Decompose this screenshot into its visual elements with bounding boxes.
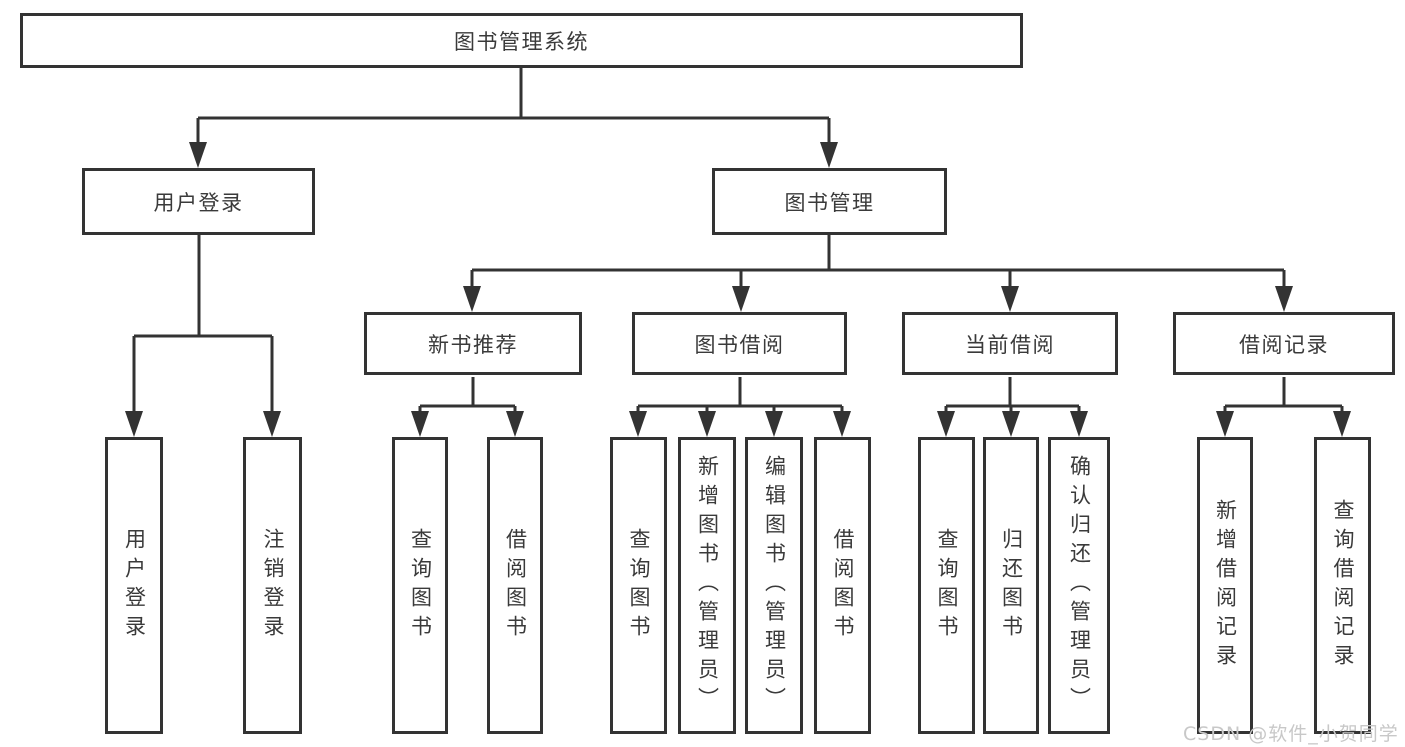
leaf-newbook-query-books: 查询图书 bbox=[392, 437, 448, 734]
node-label: 图书管理系统 bbox=[454, 29, 589, 54]
leaf-label: 借阅图书 bbox=[831, 527, 856, 644]
leaf-borrowing-query-books: 查询图书 bbox=[610, 437, 667, 734]
node-label: 新书推荐 bbox=[428, 332, 518, 357]
leaf-label: 用户登录 bbox=[122, 527, 147, 644]
leaf-label: 查询图书 bbox=[408, 527, 433, 644]
leaf-newbook-borrow-books: 借阅图书 bbox=[487, 437, 543, 734]
node-user-login: 用户登录 bbox=[82, 168, 315, 235]
node-label: 当前借阅 bbox=[965, 332, 1055, 357]
leaf-label: 新增图书（管理员） bbox=[695, 455, 720, 716]
csdn-watermark: CSDN @软件_小贺同学 bbox=[1183, 723, 1399, 745]
leaf-label: 归还图书 bbox=[999, 527, 1024, 644]
leaf-label: 查询图书 bbox=[627, 527, 652, 644]
leaf-edit-books-admin: 编辑图书（管理员） bbox=[745, 437, 803, 734]
leaf-add-borrow-record: 新增借阅记录 bbox=[1197, 437, 1253, 734]
leaf-add-books-admin: 新增图书（管理员） bbox=[678, 437, 736, 734]
node-book-borrowing: 图书借阅 bbox=[632, 312, 847, 375]
node-label: 用户登录 bbox=[153, 190, 244, 215]
node-new-book-recommendation: 新书推荐 bbox=[364, 312, 582, 375]
leaf-label: 借阅图书 bbox=[503, 527, 528, 644]
node-borrowing-records: 借阅记录 bbox=[1173, 312, 1395, 375]
node-library-management-system: 图书管理系统 bbox=[20, 13, 1023, 68]
node-book-management: 图书管理 bbox=[712, 168, 947, 235]
leaf-confirm-return-admin: 确认归还（管理员） bbox=[1048, 437, 1110, 734]
node-label: 图书管理 bbox=[784, 190, 875, 215]
leaf-label: 确认归还（管理员） bbox=[1067, 455, 1092, 716]
arrowheads bbox=[125, 142, 1351, 437]
node-label: 图书借阅 bbox=[694, 332, 785, 357]
node-label: 借阅记录 bbox=[1239, 332, 1329, 357]
leaf-user-login: 用户登录 bbox=[105, 437, 163, 734]
leaf-return-books: 归还图书 bbox=[983, 437, 1039, 734]
leaf-label: 编辑图书（管理员） bbox=[762, 455, 787, 716]
leaf-label: 新增借阅记录 bbox=[1213, 498, 1238, 673]
leaf-current-query-books: 查询图书 bbox=[918, 437, 975, 734]
leaf-label: 注销登录 bbox=[261, 527, 286, 644]
node-current-borrowing: 当前借阅 bbox=[902, 312, 1118, 375]
leaf-label: 查询借阅记录 bbox=[1331, 498, 1356, 673]
leaf-borrowing-borrow-books: 借阅图书 bbox=[814, 437, 871, 734]
leaf-label: 查询图书 bbox=[935, 527, 960, 644]
leaf-query-borrow-record: 查询借阅记录 bbox=[1314, 437, 1371, 734]
leaf-logout: 注销登录 bbox=[243, 437, 302, 734]
